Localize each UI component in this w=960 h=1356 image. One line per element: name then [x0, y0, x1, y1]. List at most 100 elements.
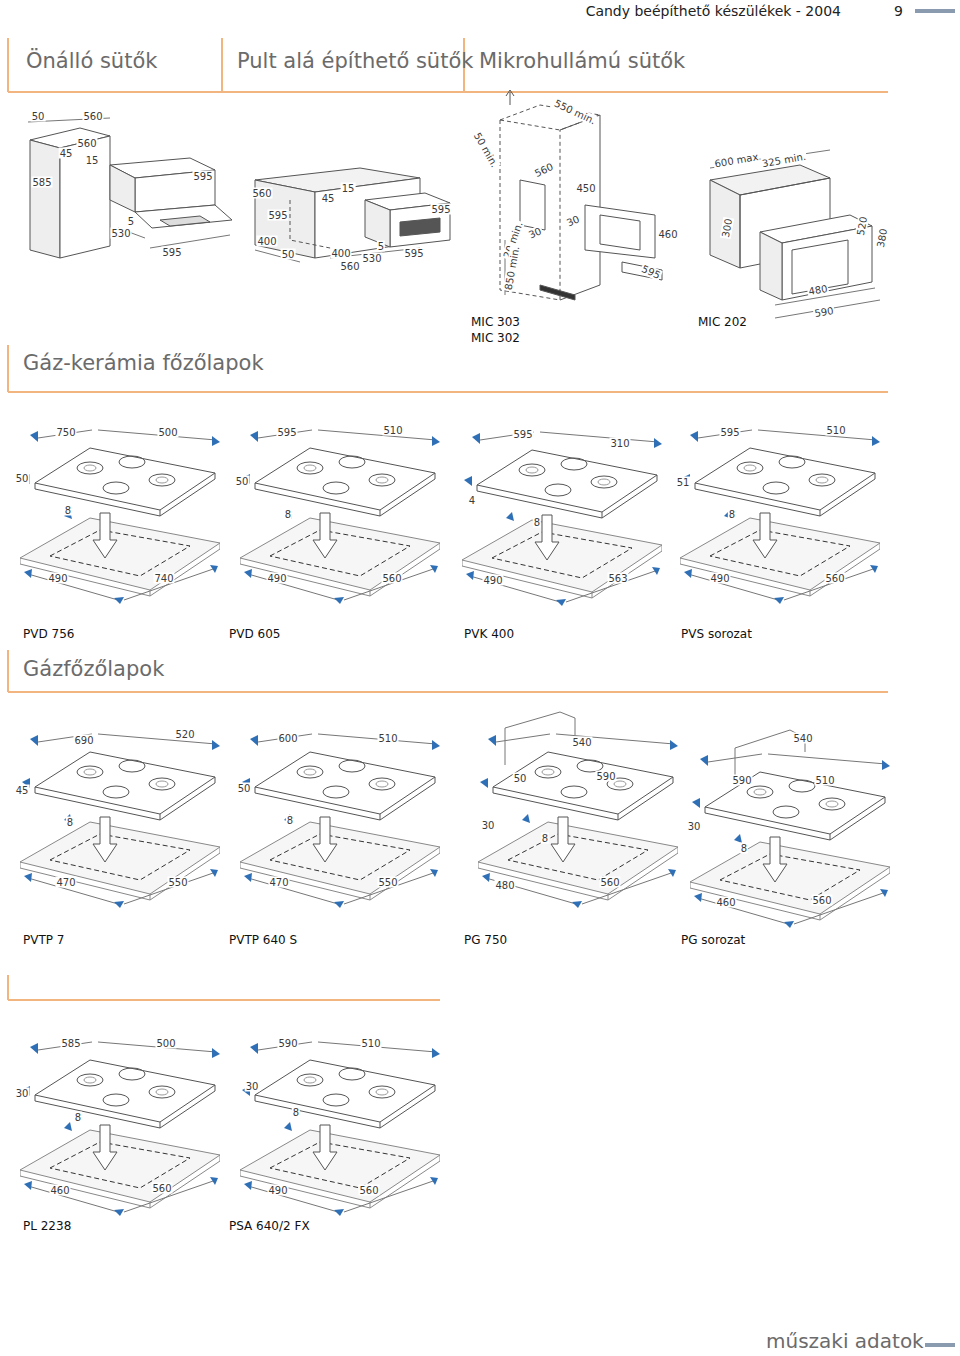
- dimension-label: 15: [85, 155, 100, 166]
- section-rules-part: [7, 38, 9, 92]
- dimension-label: 590: [731, 775, 752, 786]
- dimension-label: 380: [875, 227, 889, 250]
- dimension-label: 585: [31, 177, 52, 188]
- freestanding-oven-drawing-part: [30, 140, 60, 258]
- dimension-label: 595: [403, 248, 424, 259]
- dimension-label: 595: [276, 427, 297, 438]
- dimension-label: 500: [155, 1038, 176, 1049]
- section-rules-part: [8, 999, 440, 1001]
- dimension-label: 490: [267, 1185, 288, 1196]
- microwave-202-drawing: [710, 150, 880, 318]
- dimension-label: 590: [595, 771, 616, 782]
- dimension-label: 30: [245, 1081, 260, 1092]
- dimension-label: 490: [266, 573, 287, 584]
- microwave-drawing: [500, 90, 662, 300]
- section-heading: Pult alá építhető sütők: [236, 50, 474, 73]
- backsplash-lines-part: [505, 712, 575, 765]
- dimension-label: 560: [824, 573, 845, 584]
- dimension-label: 595: [512, 429, 533, 440]
- dimension-label: 460: [49, 1185, 70, 1196]
- section-heading: Gázfőzőlapok: [22, 658, 165, 681]
- microwave-drawing-part: [506, 90, 514, 105]
- hob-drawing: [20, 734, 220, 908]
- dimension-label: 8: [541, 833, 549, 844]
- header-bars-part: [915, 9, 955, 13]
- dimension-label: 470: [268, 877, 289, 888]
- model-name: PG sorozat: [680, 934, 746, 947]
- model-name: PVTP 7: [22, 934, 65, 947]
- model-name: MIC 302: [470, 332, 521, 345]
- hob-drawings: [20, 430, 890, 1216]
- model-name: PVD 605: [228, 628, 281, 641]
- dimension-label: 30: [481, 820, 496, 831]
- dimension-label: 5: [127, 216, 135, 227]
- freestanding-oven-drawing-part: [135, 205, 232, 228]
- model-name: PL 2238: [22, 1220, 72, 1233]
- dimension-label: 560: [82, 111, 103, 122]
- dimension-label: 600: [277, 733, 298, 744]
- dimension-label: 400: [256, 236, 277, 247]
- dimension-label: 510: [377, 733, 398, 744]
- dimension-label: 480: [807, 283, 830, 297]
- dimension-label: 460: [657, 229, 678, 240]
- dimension-label: 8: [286, 815, 294, 826]
- microwave-202-drawing-part: [760, 232, 782, 300]
- hob-drawing: [462, 432, 662, 606]
- dimension-label: 560: [811, 895, 832, 906]
- dimension-label: 595: [267, 210, 288, 221]
- dimension-label: 45: [15, 785, 30, 796]
- model-name: PVS sorozat: [680, 628, 753, 641]
- dimension-label: 560: [251, 188, 272, 199]
- section-heading: Mikrohullámú sütők: [478, 50, 686, 73]
- dimension-label: 30: [564, 213, 582, 229]
- dimension-label: 560: [599, 877, 620, 888]
- dimension-label: 595: [430, 204, 451, 215]
- dimension-label: 490: [709, 573, 730, 584]
- dimension-label: 8: [284, 509, 292, 520]
- dimension-label: 590: [813, 305, 836, 319]
- dimension-label: 510: [360, 1038, 381, 1049]
- dimension-label: 520: [855, 215, 869, 238]
- hob-drawing: [680, 430, 880, 604]
- dimension-label: 480: [494, 880, 515, 891]
- microwave-202-drawing-part: [710, 180, 740, 268]
- dimension-label: 51: [676, 477, 691, 488]
- dimension-label: 595: [192, 171, 213, 182]
- dimension-label: 510: [382, 425, 403, 436]
- section-rules-part: [7, 345, 9, 392]
- dimension-label: 460: [715, 897, 736, 908]
- dimension-label: 690: [73, 735, 94, 746]
- model-name: PVD 756: [22, 628, 75, 641]
- section-rules-part: [8, 391, 888, 393]
- dimension-label: 560: [151, 1183, 172, 1194]
- dimension-label: 750: [55, 427, 76, 438]
- model-name: PG 750: [463, 934, 508, 947]
- dimension-label: 8: [66, 817, 74, 828]
- dimension-label: 5: [377, 241, 385, 252]
- built-under-oven-drawing-part: [400, 218, 440, 236]
- dimension-label: 8: [728, 509, 736, 520]
- dimension-label: 8: [533, 517, 541, 528]
- dimension-label: 563: [607, 573, 628, 584]
- dimension-label: 50 min.: [471, 130, 501, 170]
- section-rules-part: [7, 975, 9, 1000]
- dimension-label: 50: [281, 249, 296, 260]
- dimension-label: 600 max.: [713, 150, 763, 169]
- dimension-label: 520: [174, 729, 195, 740]
- dimension-label: 585: [60, 1038, 81, 1049]
- dimension-label: 550: [167, 877, 188, 888]
- dimension-label: 500: [157, 427, 178, 438]
- hob-drawing: [478, 734, 678, 908]
- dimension-label: 530: [110, 228, 131, 239]
- dimension-label: 560: [358, 1185, 379, 1196]
- dimension-label: 15: [341, 183, 356, 194]
- hob-drawing: [20, 430, 220, 604]
- section-rules-part: [8, 691, 888, 693]
- dimension-label: 595: [719, 427, 740, 438]
- microwave-202-drawing-part: [782, 226, 872, 300]
- dimension-label: 550: [377, 877, 398, 888]
- model-name: PVTP 640 S: [228, 934, 298, 947]
- hob-drawing: [240, 734, 440, 908]
- section-heading: Önálló sütők: [25, 50, 158, 73]
